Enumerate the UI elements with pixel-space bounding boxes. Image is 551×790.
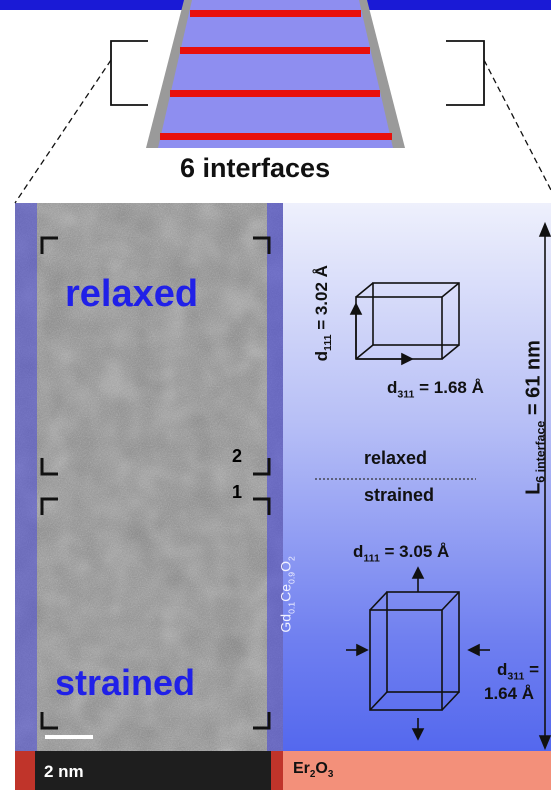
stack-layers [158, 0, 393, 148]
region-marker-2: 2 [232, 446, 243, 466]
relaxed-arrows [349, 302, 414, 366]
total-length-label: L6 interface = 61 nm [522, 340, 548, 495]
region-marker-1: 1 [232, 482, 243, 502]
tem-image-panel [15, 203, 283, 751]
d111-relaxed-label: d111 = 3.02 Å [311, 265, 335, 362]
tem-label-strained: strained [55, 662, 196, 703]
substrate-edge-left [15, 751, 35, 790]
region-brackets [40, 236, 271, 730]
schematic-label-relaxed: relaxed [364, 448, 428, 468]
schematic-panel [283, 203, 551, 751]
tem-label-relaxed: relaxed [65, 273, 199, 315]
substrate-edge-mid [271, 751, 283, 790]
relaxed-unit-cell [355, 282, 460, 360]
left-blue-edge [15, 203, 37, 751]
d311-strained-label: d311 = [497, 660, 540, 683]
stack-caption: 6 interfaces [180, 153, 331, 183]
d311-strained-value: 1.64 Å [484, 684, 535, 703]
scale-bar-label: 2 nm [44, 762, 84, 781]
interface-lines [160, 10, 392, 140]
right-blue-edge [267, 203, 283, 751]
d311-relaxed-label: d311 = 1.68 Å [387, 378, 484, 401]
schematic-label-strained: strained [364, 485, 435, 505]
strained-unit-cell [369, 591, 460, 711]
d111-strained-label: d111 = 3.05 Å [353, 542, 450, 565]
substrate-tem-strip [35, 751, 271, 790]
length-arrow [538, 221, 551, 751]
film-composition-label: Gd0.1Ce0.9O2 [277, 556, 297, 633]
strained-arrows [346, 566, 490, 741]
zoom-dashed-lines [14, 59, 551, 204]
substrate-label: Er2O3 [293, 760, 334, 781]
zoom-brackets [110, 40, 485, 106]
tem-micrograph [15, 203, 283, 751]
